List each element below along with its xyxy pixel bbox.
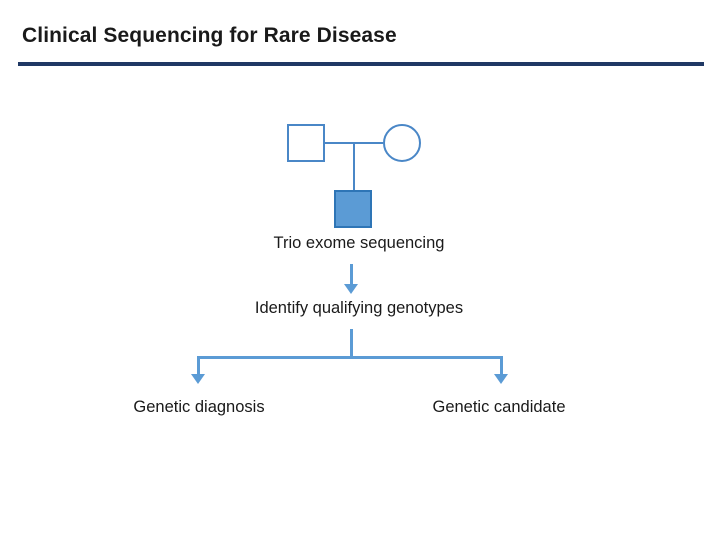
flow-step-trio-exome-sequencing: Trio exome sequencing xyxy=(273,234,445,252)
arrow-right-branch-head xyxy=(494,374,508,384)
arrow-left-branch-shaft xyxy=(197,356,200,376)
page-title: Clinical Sequencing for Rare Disease xyxy=(22,24,397,47)
pedigree-child-square-affected xyxy=(334,190,372,228)
outcome-genetic-candidate: Genetic candidate xyxy=(432,398,566,416)
arrow-left-branch-head xyxy=(191,374,205,384)
arrow-right-branch-shaft xyxy=(500,356,503,376)
pedigree-mother-circle xyxy=(383,124,421,162)
arrow-step1-to-step2-head xyxy=(344,284,358,294)
split-crossbar xyxy=(197,356,503,359)
outcome-genetic-diagnosis: Genetic diagnosis xyxy=(133,398,265,416)
title-divider xyxy=(18,62,704,66)
flow-step-identify-qualifying-genotypes: Identify qualifying genotypes xyxy=(254,299,464,317)
pedigree-father-square xyxy=(287,124,325,162)
split-stem xyxy=(350,329,353,358)
arrow-step1-to-step2-shaft xyxy=(350,264,353,286)
pedigree-descent-line xyxy=(353,142,355,192)
